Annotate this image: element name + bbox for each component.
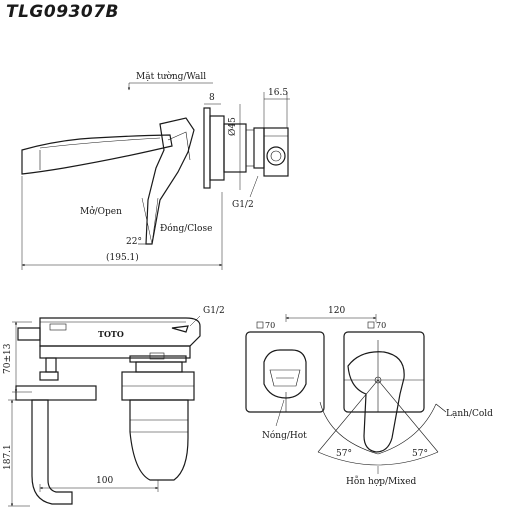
open-label: Mở/Open [80, 206, 122, 217]
wall-label: Mặt tường/Wall [136, 71, 206, 82]
front-cartridge [129, 399, 189, 481]
brand-label: TOTO [98, 329, 124, 339]
dim-phi45: Ø45 [227, 117, 238, 136]
dim-height: 70±13 [3, 343, 13, 374]
thread-label-front: G1/2 [203, 306, 225, 316]
mixer-lever [347, 351, 405, 453]
angle-22: 22° [126, 237, 142, 247]
thread-label-side: G1/2 [232, 200, 254, 210]
square-right: 70 [376, 321, 386, 330]
plate-left [245, 331, 325, 413]
dim-16-5: 16.5 [268, 88, 288, 98]
length-dim: (195.1) [106, 252, 139, 263]
side-view: Mặt tường/Wall 8 16.5 Ø45 Mở/Open Đóng/C… [21, 71, 290, 270]
dim-8: 8 [209, 93, 215, 103]
hot-label: Nóng/Hot [262, 430, 307, 441]
cold-label: Lạnh/Cold [446, 409, 493, 419]
angle-right: 57° [412, 449, 428, 459]
front-view: TOTO G1/2 70±13 187.1 100 [3, 306, 225, 507]
angle-left: 57° [336, 449, 352, 459]
dim-spacing-120: 120 [328, 306, 345, 316]
mixed-label: Hỗn hợp/Mixed [346, 475, 417, 487]
close-label: Đóng/Close [160, 223, 212, 234]
front-drop-pipe [31, 399, 73, 505]
hot-knob [263, 349, 307, 399]
dim-spacing-100: 100 [96, 476, 113, 486]
dim-body: 187.1 [3, 444, 13, 470]
spout [21, 134, 173, 175]
plate-right [343, 331, 425, 413]
model-title: TLG09307B [6, 2, 119, 22]
handle-side [145, 117, 195, 245]
plan-view: 120 70 70 57° 57° Nóng/Hot Lạnh/Cold Hỗn… [245, 306, 493, 487]
front-plate [39, 317, 201, 347]
square-left: 70 [265, 321, 275, 330]
